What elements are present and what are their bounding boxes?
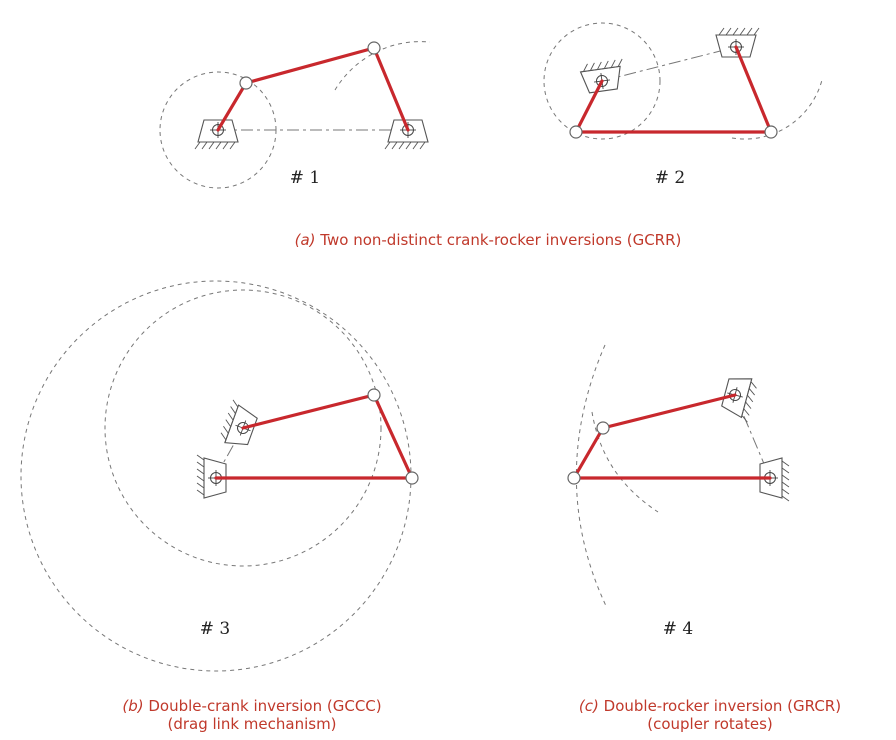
caption-b-tag: (b)	[122, 697, 144, 715]
caption-c-line2: (coupler rotates)	[647, 715, 773, 733]
panel-4-number: # 4	[662, 619, 694, 639]
panel-2-number: # 2	[654, 168, 686, 188]
panel-4-links	[571, 393, 772, 480]
panel-4-arc-left	[575, 344, 608, 609]
panel-1-links	[216, 46, 410, 132]
panel-3-mechanism	[20, 280, 419, 672]
panel-3-number: # 3	[199, 619, 231, 639]
panel-3-joint-a	[367, 388, 381, 402]
panel-2-crank-circle	[543, 22, 661, 140]
panel-1-mechanism	[159, 41, 431, 189]
panel-3-joint-b	[405, 471, 419, 485]
panel-1-joint-b	[367, 41, 381, 55]
caption-b: (b) Double-crank inversion (GCCC) (drag …	[122, 697, 381, 733]
panel-2-joint-a	[569, 125, 583, 139]
caption-a-text: Two non-distinct crank-rocker inversions…	[320, 231, 682, 249]
panel-2-joint-b	[764, 125, 778, 139]
panel-4-mechanism	[567, 344, 790, 609]
panel-1-ground-left-icon	[194, 119, 239, 150]
panel-2-ground-left-icon	[579, 58, 627, 95]
caption-c-tag: (c)	[578, 697, 599, 715]
caption-c-text: Double-rocker inversion (GRCR)	[603, 697, 842, 715]
caption-c: (c) Double-rocker inversion (GRCR) (coup…	[579, 697, 841, 733]
panel-2-rocker-arc	[731, 79, 823, 140]
panel-1-joint-a	[239, 76, 253, 90]
panel-3-inner-circle	[104, 289, 382, 567]
panel-2-ground-line	[601, 46, 737, 82]
caption-b-text: Double-crank inversion (GCCC)	[148, 697, 382, 715]
panel-2-links	[573, 45, 774, 134]
panel-4-joint-a	[596, 421, 610, 435]
caption-a: (a) Two non-distinct crank-rocker invers…	[295, 231, 682, 249]
panel-4-arc-coupler	[591, 411, 659, 513]
caption-a-tag: (a)	[294, 231, 316, 249]
panel-2-mechanism	[543, 22, 823, 140]
caption-b-line2: (drag link mechanism)	[167, 715, 337, 733]
panel-4-joint-b	[567, 471, 581, 485]
panel-3-links	[214, 393, 415, 480]
panel-1-number: # 1	[289, 168, 321, 188]
